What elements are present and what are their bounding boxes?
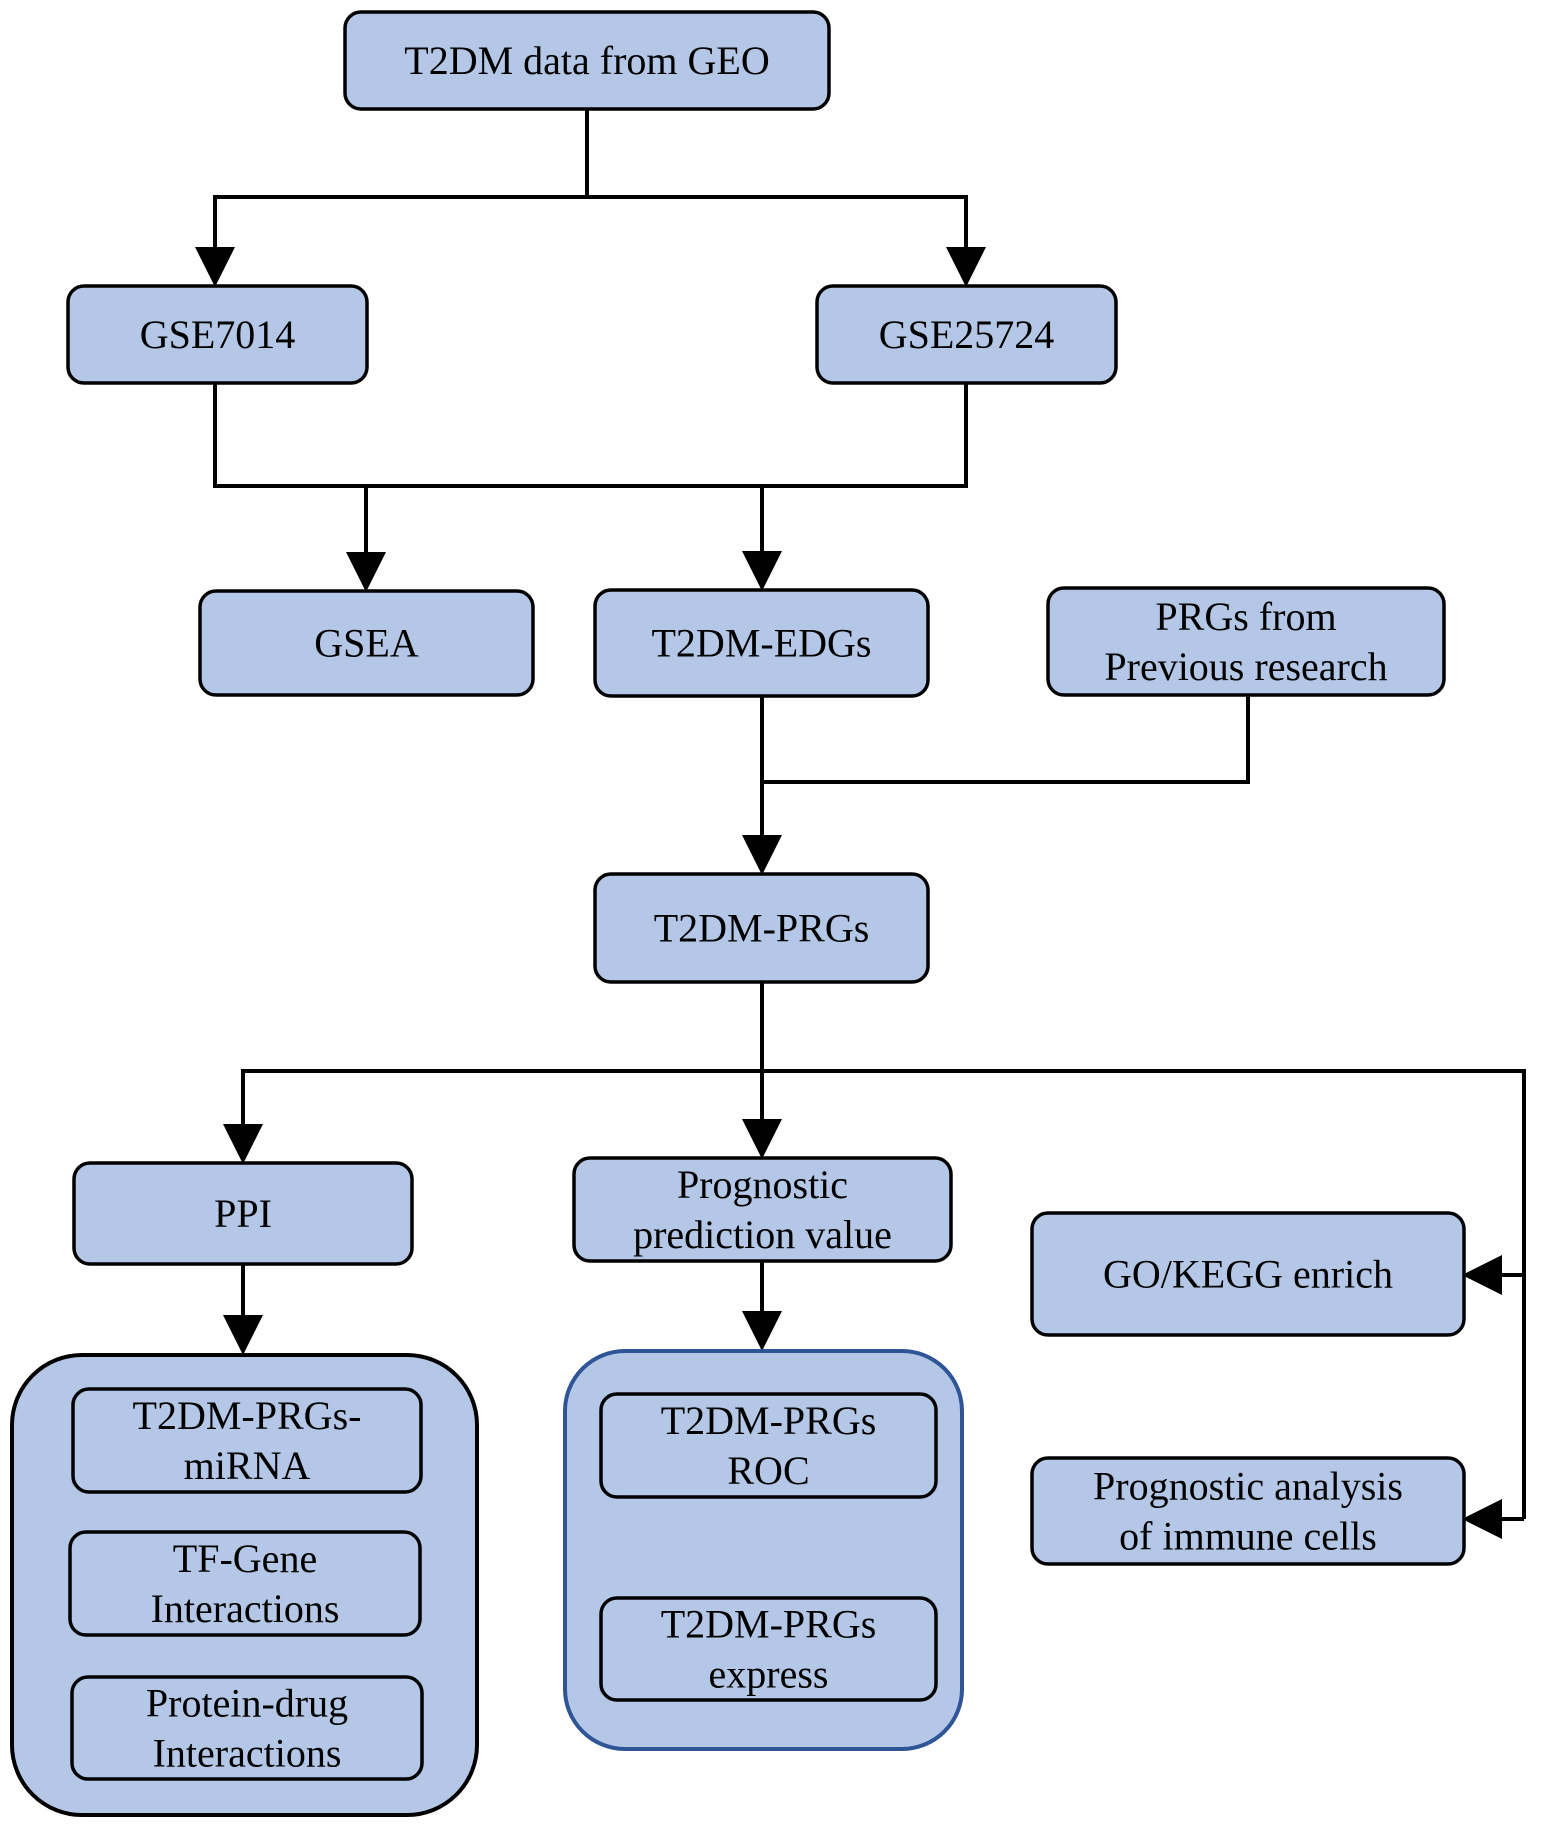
node-express-box (599, 1596, 938, 1702)
node-gse7014: GSE7014 (66, 284, 369, 385)
node-gse25724: GSE25724 (815, 284, 1118, 385)
node-edgs-box (593, 588, 930, 698)
node-gokegg-box (1030, 1211, 1466, 1337)
node-geo: T2DM data from GEO (343, 10, 831, 111)
node-express-label-2: express (709, 1652, 829, 1697)
node-immune-label-2: of immune cells (1119, 1514, 1377, 1559)
node-mirna-label-1: T2DM-PRGs- (133, 1393, 362, 1438)
node-tfgene-label-2: Interactions (151, 1586, 340, 1631)
node-ppi-label-1: PPI (214, 1191, 272, 1236)
node-gokegg-label-1: GO/KEGG enrich (1103, 1252, 1393, 1297)
node-gse25724-label-1: GSE25724 (879, 312, 1055, 357)
node-gse7014-box (66, 284, 369, 385)
node-gsea: GSEA (198, 589, 535, 697)
node-ppi: PPI (72, 1161, 414, 1266)
node-mirna: T2DM-PRGs-miRNA (71, 1387, 423, 1494)
node-gokegg: GO/KEGG enrich (1030, 1211, 1466, 1337)
node-mirna-label-2: miRNA (184, 1443, 311, 1488)
node-prgs-prev-label-2: Previous research (1104, 644, 1387, 689)
node-gse7014-label-1: GSE7014 (140, 312, 296, 357)
node-geo-label-1: T2DM data from GEO (404, 38, 769, 83)
node-edgs-label-1: T2DM-EDGs (652, 621, 872, 666)
node-edgs: T2DM-EDGs (593, 588, 930, 698)
node-t2dm-prgs: T2DM-PRGs (593, 872, 930, 984)
node-t2dm-prgs-label-1: T2DM-PRGs (654, 906, 870, 951)
node-tfgene-box (68, 1530, 422, 1637)
edge-to-gse7014 (195, 195, 587, 287)
node-t2dm-prgs-box (593, 872, 930, 984)
node-express: T2DM-PRGs express (599, 1596, 938, 1702)
edge-gse7014-merge (213, 383, 968, 488)
edge-to-gse25724 (587, 195, 986, 287)
connectors (195, 108, 1526, 1539)
node-immune-box (1030, 1456, 1466, 1566)
node-roc-label-1: T2DM-PRGs (661, 1398, 877, 1443)
node-immune: Prognostic analysis of immune cells (1030, 1456, 1466, 1566)
node-gsea-box (198, 589, 535, 697)
node-drug-label-2: Interactions (153, 1731, 342, 1776)
node-ppi-box (72, 1161, 414, 1266)
node-prgs-prev-label-1: PRGs from (1155, 594, 1336, 639)
node-prognostic: Prognostic prediction value (572, 1156, 953, 1263)
edge-to-ppi (223, 1069, 762, 1164)
node-geo-box (343, 10, 831, 111)
edge-prev-join (762, 695, 1250, 784)
node-mirna-box (71, 1387, 423, 1494)
node-prognostic-box (572, 1156, 953, 1263)
node-prognostic-label-1: Prognostic (677, 1162, 848, 1207)
node-prgs-prev-box (1046, 586, 1446, 697)
node-gsea-label-1: GSEA (314, 621, 419, 666)
node-tfgene-label-1: TF-Gene (173, 1536, 317, 1581)
node-immune-label-1: Prognostic analysis (1093, 1464, 1403, 1509)
node-gse25724-box (815, 284, 1118, 385)
node-prognostic-label-2: prediction value (633, 1212, 892, 1257)
node-express-label-1: T2DM-PRGs (661, 1602, 877, 1647)
node-roc-label-2: ROC (727, 1448, 809, 1493)
node-roc-box (599, 1392, 938, 1499)
node-drug-box (70, 1675, 424, 1781)
edge-right-bus (762, 1069, 1526, 1519)
node-drug-label-1: Protein-drug (146, 1681, 348, 1726)
